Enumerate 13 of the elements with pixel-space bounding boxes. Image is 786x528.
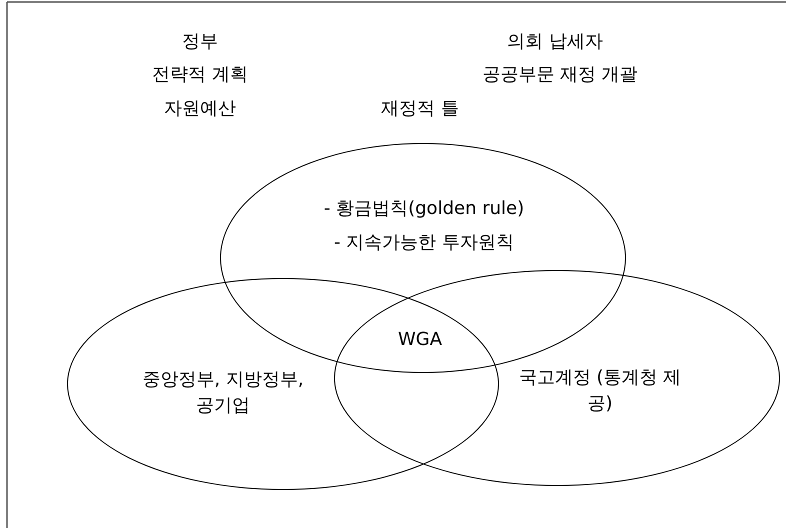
ellipse-text: 중앙정부, 지방정부, 공기업 (141, 368, 305, 418)
text-label: 의회 납세자 (507, 30, 603, 54)
text-label: 자원예산 (164, 97, 236, 121)
text-label: 전략적 계획 (152, 63, 248, 87)
ellipse-text: 국고계정 (통계청 제공) (518, 366, 682, 416)
text-label: 재정적 틀 (381, 97, 459, 121)
ellipse-text: - 황금법칙(golden rule) (324, 197, 524, 221)
text-label: 공공부문 재정 개괄 (482, 63, 638, 87)
text-label: 정부 (182, 30, 218, 54)
venn-ellipse (67, 278, 499, 490)
venn-ellipse (334, 270, 780, 486)
ellipse-text: - 지속가능한 투자원칙 (334, 231, 514, 255)
text-label: WGA (398, 328, 442, 352)
